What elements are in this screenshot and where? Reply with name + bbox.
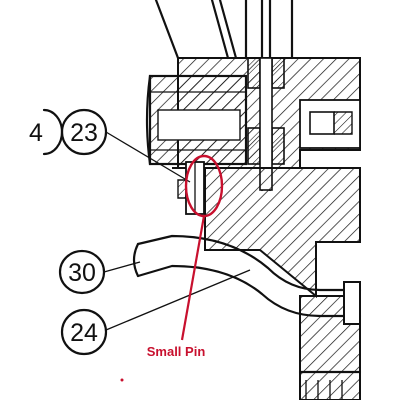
leader-lines	[103, 131, 251, 331]
callout-partial-left: 4	[29, 108, 64, 156]
annotation-leader	[180, 215, 206, 341]
small-pin	[177, 161, 205, 215]
callout-24: 24	[60, 308, 108, 356]
curved-pipe	[132, 234, 362, 325]
callout-23: 23	[60, 108, 108, 156]
callout-30: 30	[58, 249, 106, 295]
horizontal-shaft	[145, 74, 248, 166]
callout-30-text: 30	[68, 259, 96, 287]
small-pin-annotation: Small Pin	[120, 154, 224, 382]
leader-24	[105, 269, 251, 331]
annotation-label: Small Pin	[147, 344, 206, 359]
callout-23-text: 23	[70, 119, 98, 147]
leader-23	[105, 131, 191, 183]
callout-partial-left-text: 4	[29, 119, 43, 147]
annotation-dot	[120, 378, 124, 382]
leader-30	[103, 261, 141, 273]
callout-24-text: 24	[70, 319, 98, 347]
